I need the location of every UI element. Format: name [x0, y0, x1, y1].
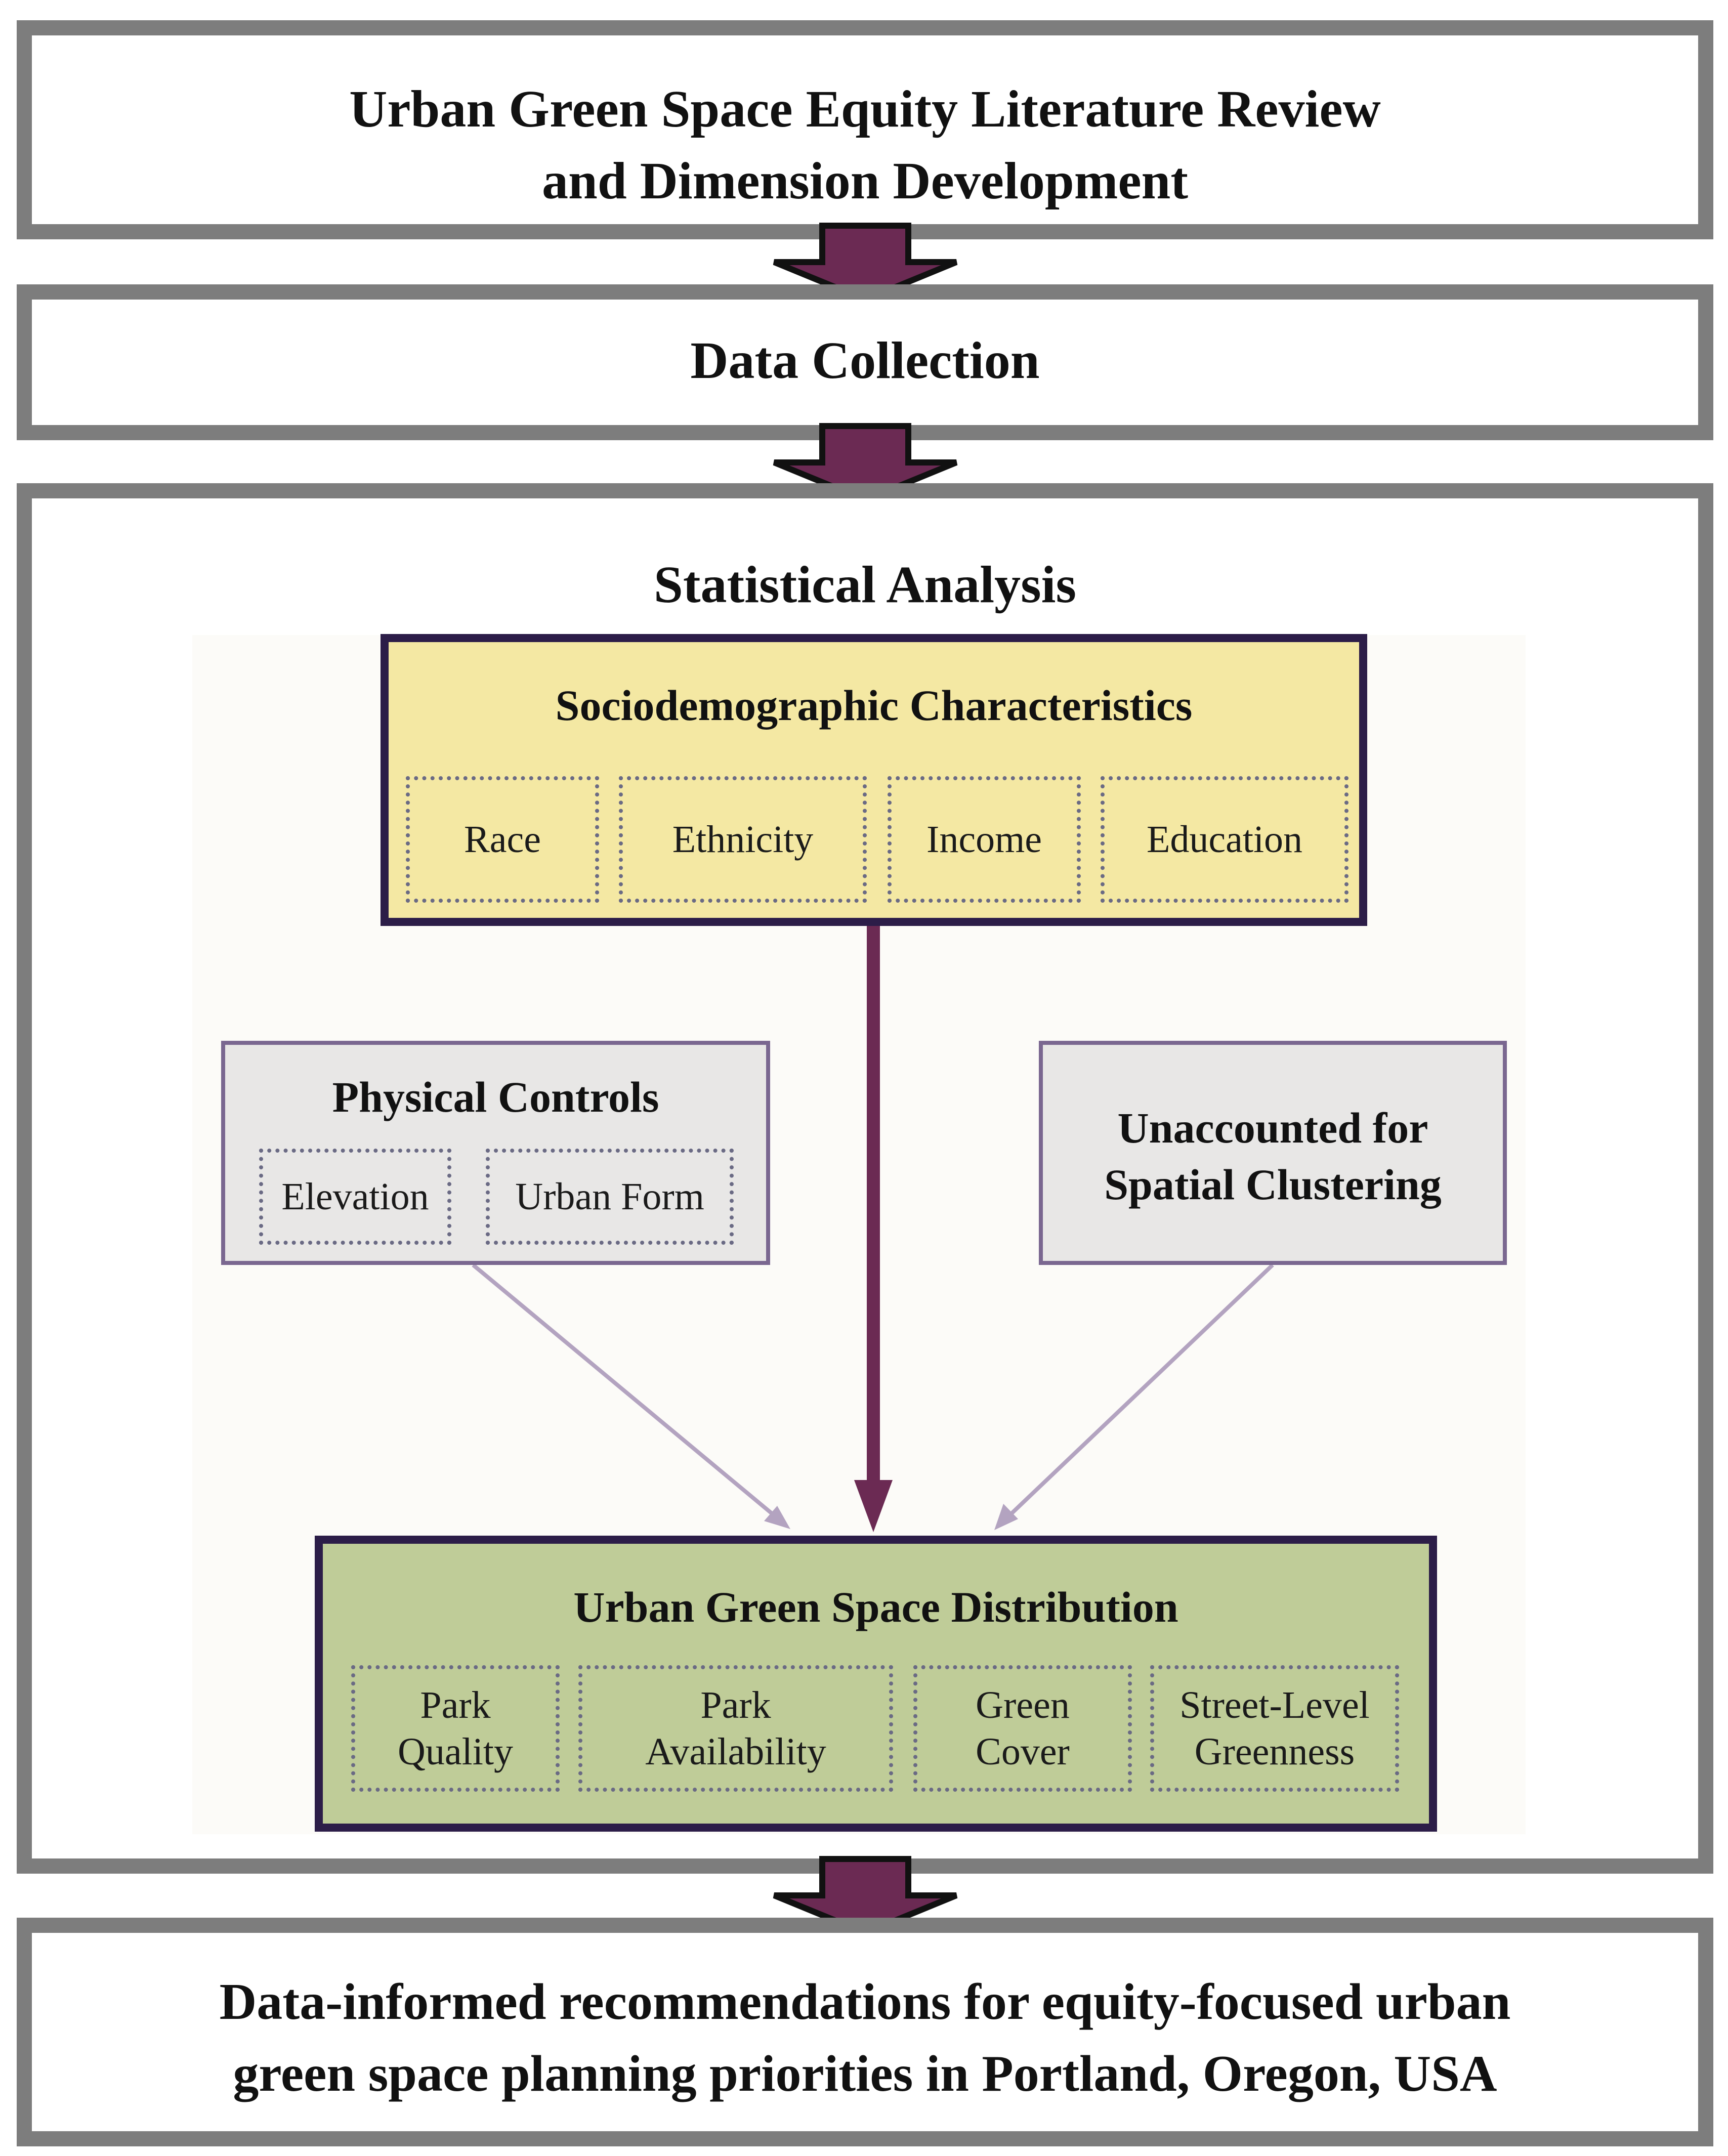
chip-race: Race [406, 776, 599, 903]
chip-income: Income [888, 776, 1081, 903]
flow-arrow-2-icon [773, 423, 958, 503]
sociodemographic-title: Sociodemographic Characteristics [555, 681, 1193, 730]
stage-literature-review-title: Urban Green Space Equity Literature Revi… [32, 73, 1698, 217]
stage-literature-review: Urban Green Space Equity Literature Revi… [17, 20, 1713, 239]
chip-ethnicity: Ethnicity [619, 776, 867, 903]
title-line-1: Urban Green Space Equity Literature Revi… [349, 80, 1381, 138]
chip-education: Education [1101, 776, 1348, 903]
physical-to-green-space-arrow [472, 1263, 790, 1529]
unaccounted-line-1: Unaccounted for [1117, 1104, 1428, 1152]
chip-elevation: Elevation [259, 1149, 451, 1245]
unaccounted-clustering-title: Unaccounted for Spatial Clustering [1043, 1100, 1503, 1213]
sociodemographic-to-green-space-arrow [854, 926, 893, 1532]
physical-controls-title: Physical Controls [332, 1073, 659, 1121]
stage-data-collection: Data Collection [17, 284, 1713, 440]
flow-arrow-1-icon [773, 223, 958, 303]
stage-recommendations: Data-informed recommendations for equity… [17, 1918, 1713, 2146]
clustering-to-green-space-arrow [994, 1263, 1274, 1530]
unaccounted-line-2: Spatial Clustering [1104, 1160, 1442, 1209]
stage-recommendations-title: Data-informed recommendations for equity… [32, 1966, 1698, 2110]
recommendations-line-2: green space planning priorities in Portl… [233, 2045, 1497, 2102]
green-space-distribution-title: Urban Green Space Distribution [573, 1583, 1178, 1631]
unaccounted-clustering-box: Unaccounted for Spatial Clustering [1039, 1041, 1507, 1265]
stage-statistical-analysis-title: Statistical Analysis [654, 556, 1076, 614]
stage-data-collection-title: Data Collection [690, 331, 1040, 390]
chip-urban-form: Urban Form [486, 1149, 734, 1245]
physical-controls-box: Physical Controls Elevation Urban Form [221, 1041, 770, 1265]
title-line-2: and Dimension Development [542, 152, 1188, 210]
sociodemographic-box: Sociodemographic Characteristics Race Et… [381, 634, 1367, 926]
flow-arrow-3-icon [773, 1856, 958, 1936]
recommendations-line-1: Data-informed recommendations for equity… [219, 1973, 1511, 2031]
